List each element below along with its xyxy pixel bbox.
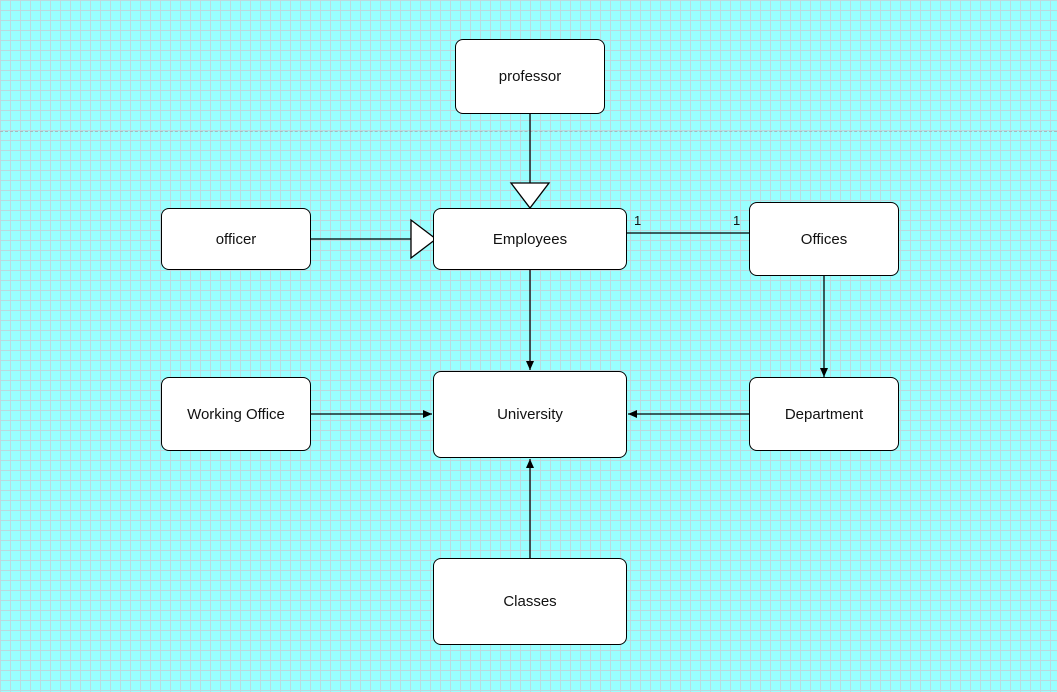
edge-professor-employees[interactable]: [509, 114, 551, 210]
node-offices[interactable]: Offices: [749, 202, 899, 276]
generalization-triangle-icon: [410, 218, 438, 260]
node-professor[interactable]: professor: [455, 39, 605, 114]
multiplicity-offices: 1: [733, 213, 741, 228]
page-break-line: [0, 131, 1057, 132]
node-university[interactable]: University: [433, 371, 627, 458]
generalization-triangle-icon: [509, 182, 551, 210]
node-employees[interactable]: Employees: [433, 208, 627, 270]
node-working-office[interactable]: Working Office: [161, 377, 311, 451]
node-department[interactable]: Department: [749, 377, 899, 451]
multiplicity-employees: 1: [634, 213, 642, 228]
edge-officer-employees[interactable]: [311, 218, 438, 260]
node-officer[interactable]: officer: [161, 208, 311, 270]
node-classes[interactable]: Classes: [433, 558, 627, 645]
